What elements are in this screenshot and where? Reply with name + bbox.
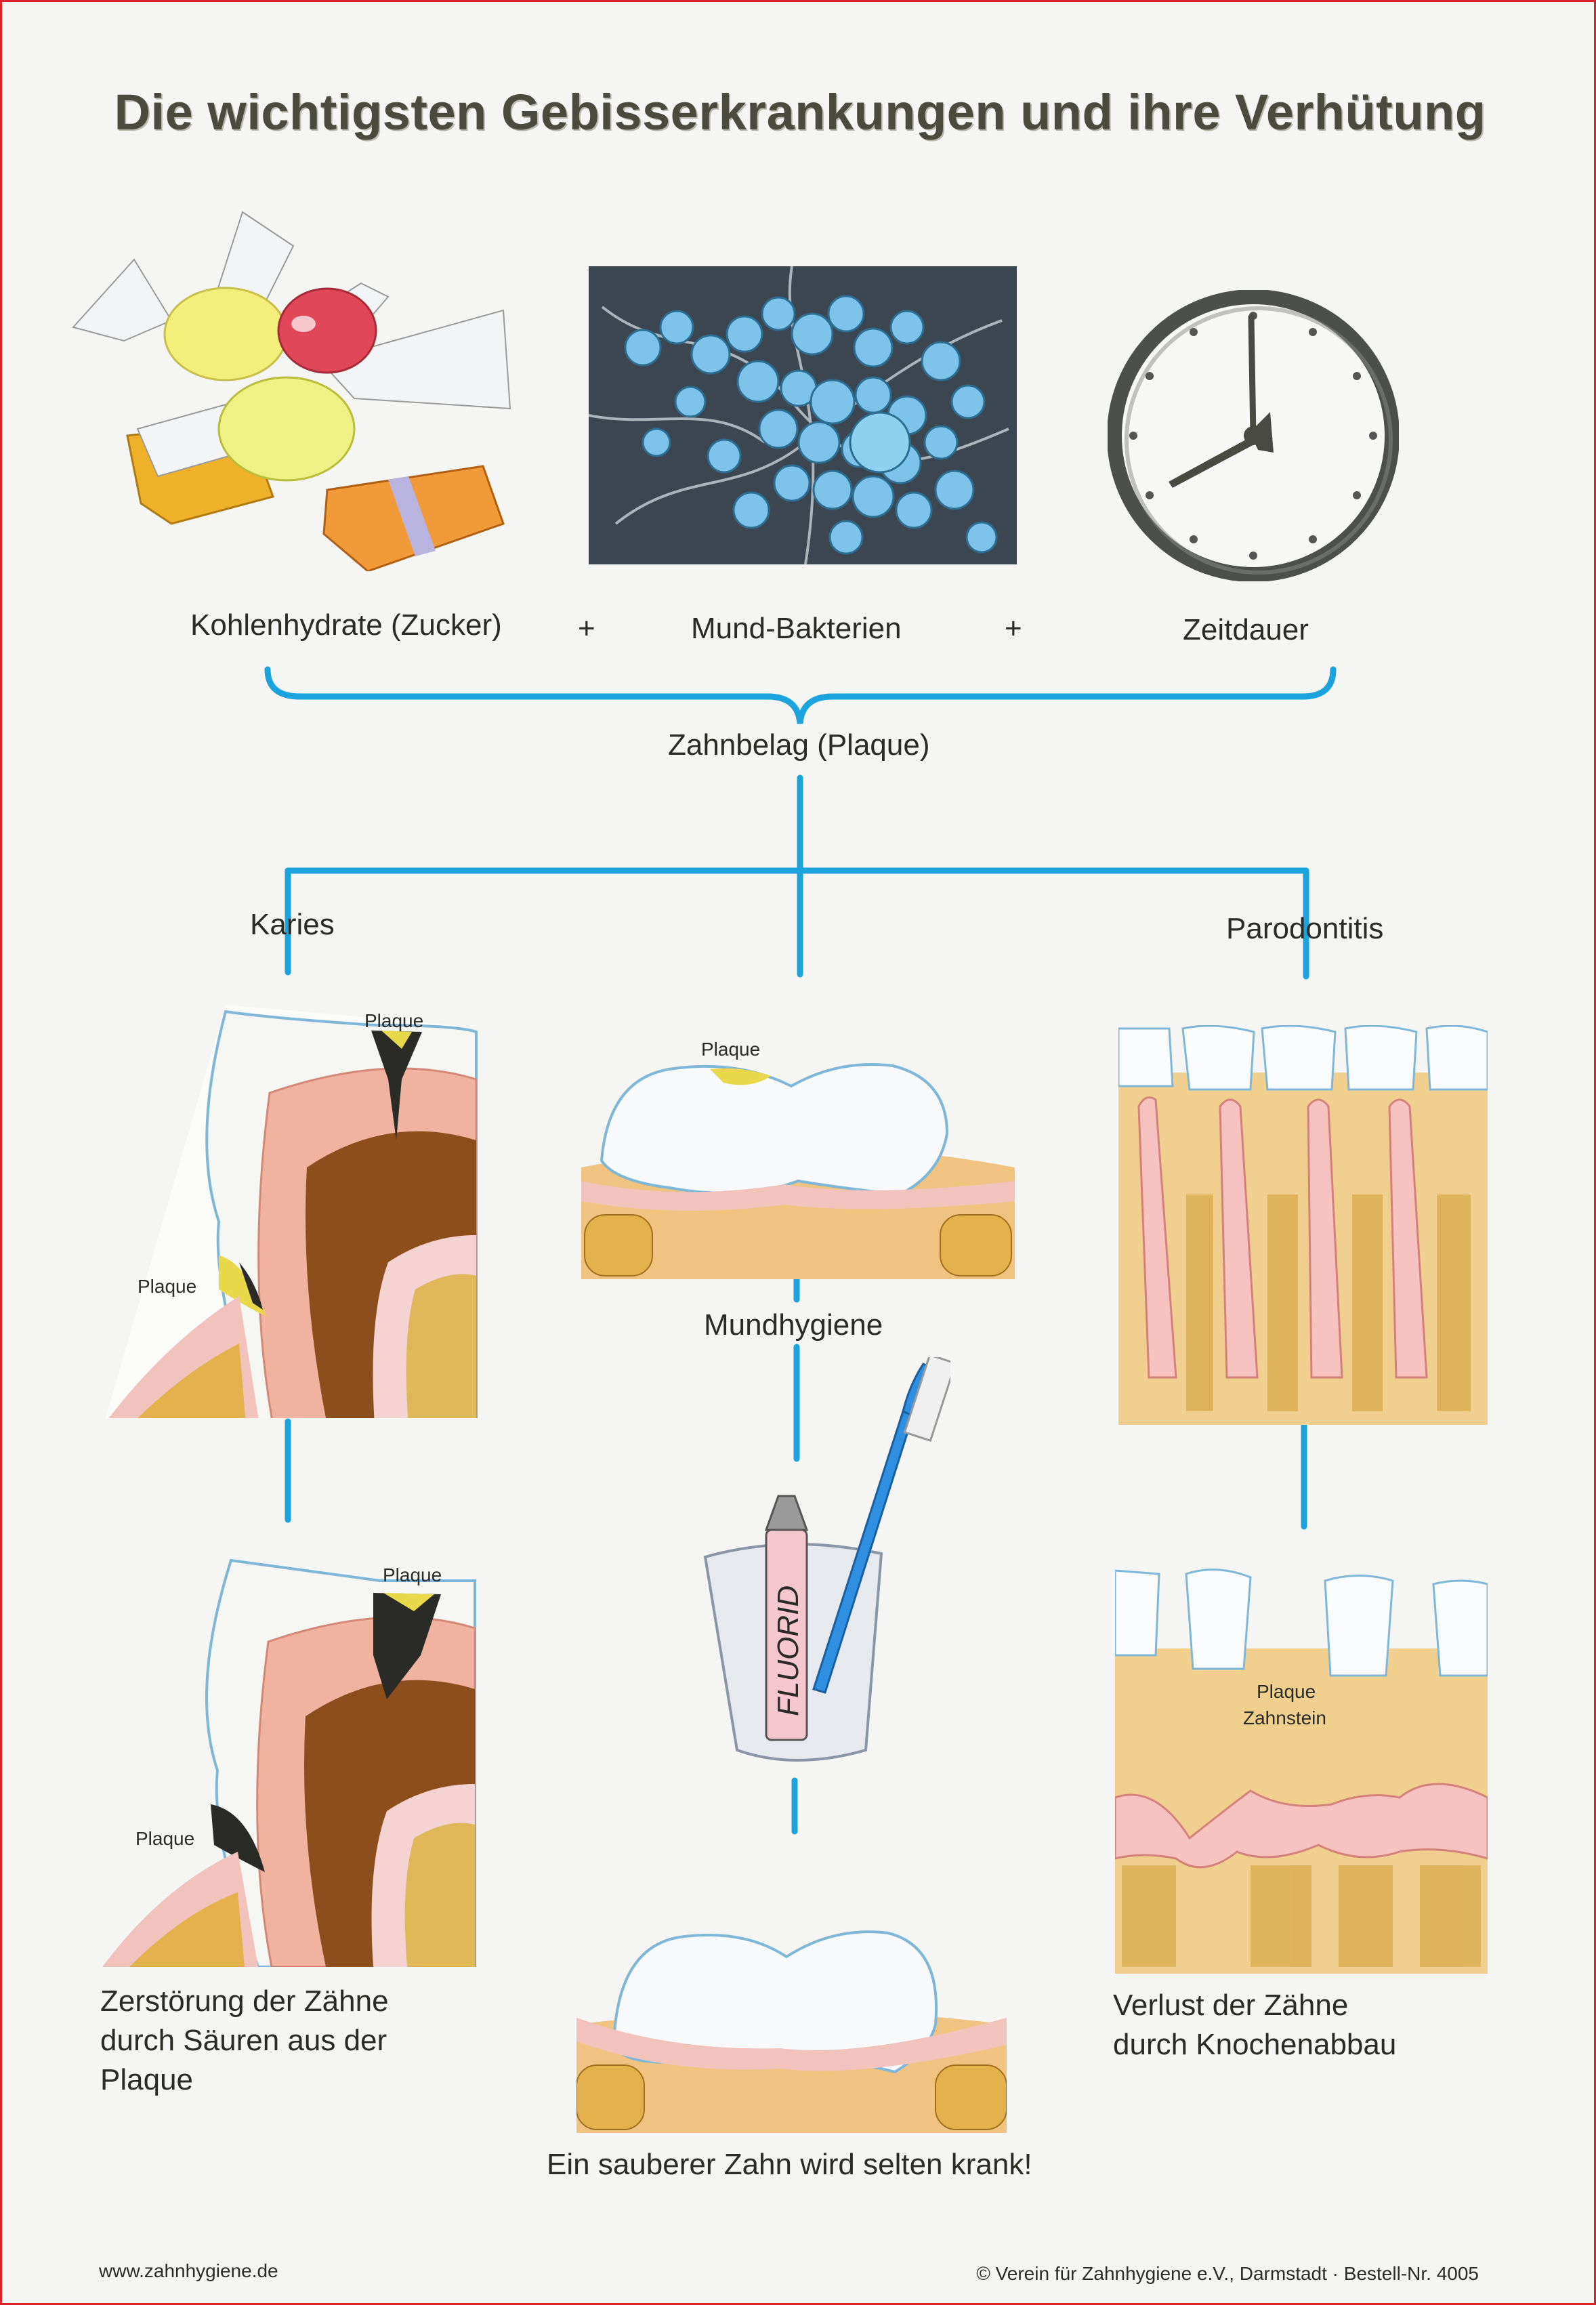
- caption-karies-line-3: Plaque: [100, 2063, 194, 2096]
- plus-sign-1: +: [578, 612, 595, 645]
- center-plaque-label: Plaque: [701, 1039, 761, 1060]
- caption-paro-line-1: Verlust der Zähne: [1113, 1989, 1349, 2022]
- caption-paro-line-2: durch Knochenabbau: [1113, 2028, 1397, 2061]
- label-karies: Karies: [250, 908, 335, 941]
- footer-website: www.zahnhygiene.de: [99, 2260, 278, 2281]
- page-title: Die wichtigsten Gebisserkrankungen und i…: [114, 84, 1486, 140]
- caption-clean-tooth: Ein sauberer Zahn wird selten krank!: [547, 2148, 1032, 2181]
- center-tooth-plaque: [581, 1063, 1015, 1279]
- label-mundhygiene: Mundhygiene: [704, 1308, 883, 1342]
- karies-top-plaque-label-a: Plaque: [364, 1010, 424, 1031]
- label-sugar: Kohlenhydrate (Zucker): [190, 608, 502, 642]
- plaque-brace: [264, 666, 1337, 724]
- label-bacteria: Mund-Bakterien: [691, 612, 902, 645]
- clean-tooth-illustration: [576, 1930, 1007, 2133]
- caption-karies-line-2: durch Säuren aus der: [100, 2024, 387, 2057]
- toothpaste-label: FLUORID: [772, 1585, 805, 1716]
- label-parodontitis: Parodontitis: [1226, 912, 1384, 945]
- plus-sign-2: +: [1005, 612, 1022, 645]
- caption-karies-line-1: Zerstörung der Zähne: [100, 1985, 389, 2018]
- karies-tooth-advanced: [102, 1558, 476, 1967]
- paro-plaque-label: Plaque: [1257, 1681, 1316, 1702]
- paro-zahnstein-label: Zahnstein: [1243, 1707, 1326, 1728]
- clock-icon: [1108, 290, 1399, 581]
- bacteria-micrograph: [589, 266, 1017, 564]
- parodontitis-teeth-advanced: [1115, 1569, 1488, 1974]
- karies-top-plaque-label-b: Plaque: [138, 1276, 197, 1297]
- sweets-illustration: [72, 211, 511, 571]
- caption-karies: Zerstörung der Zähne durch Säuren aus de…: [100, 1982, 480, 2100]
- karies-tooth-early: [105, 1005, 478, 1418]
- label-plaque-result: Zahnbelag (Plaque): [668, 728, 930, 762]
- label-time: Zeitdauer: [1183, 613, 1309, 646]
- karies-bottom-plaque-label-a: Plaque: [383, 1564, 442, 1585]
- parodontitis-teeth-early: [1118, 1025, 1488, 1425]
- caption-parodontitis: Verlust der Zähne durch Knochenabbau: [1113, 1986, 1492, 2064]
- karies-bottom-plaque-label-b: Plaque: [135, 1828, 195, 1849]
- toothbrush-glass-illustration: FLUORID: [703, 1357, 950, 1762]
- footer-copyright: © Verein für Zahnhygiene e.V., Darmstadt…: [976, 2263, 1479, 2284]
